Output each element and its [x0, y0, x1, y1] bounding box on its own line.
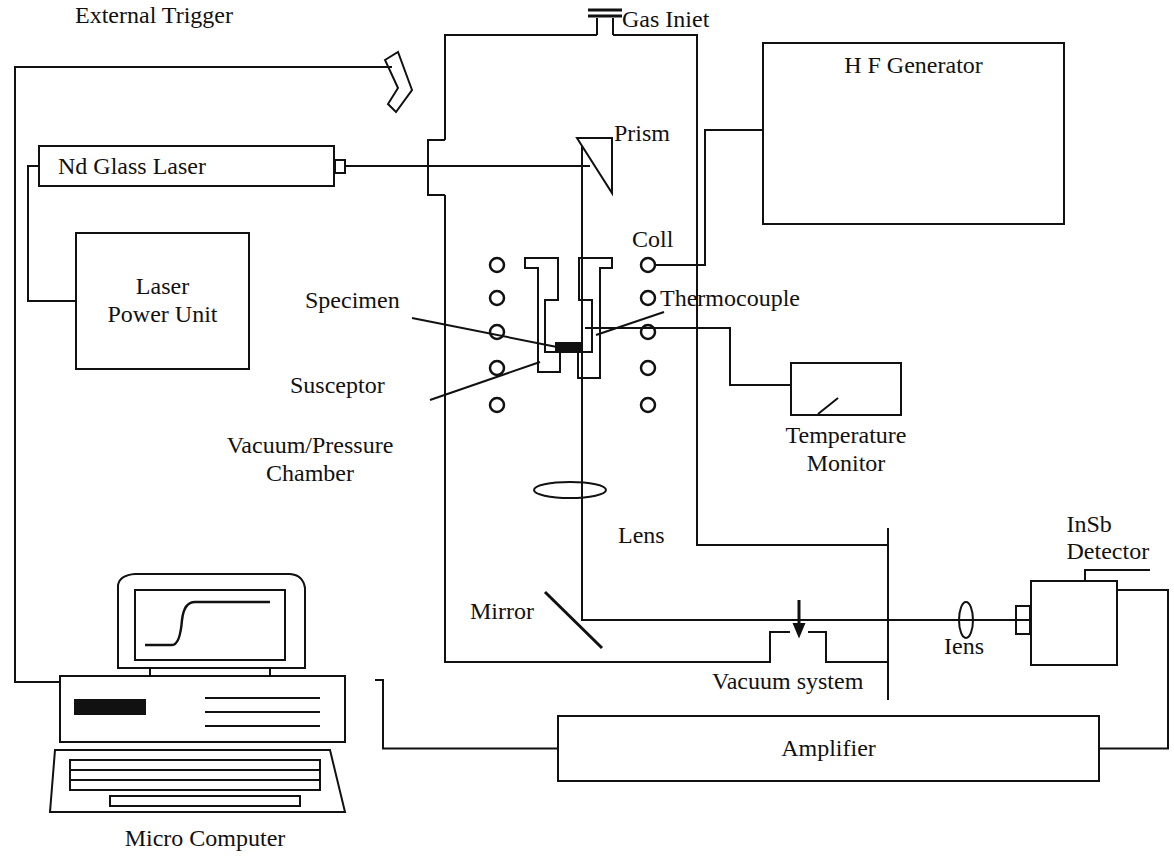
- susceptor: [525, 258, 560, 372]
- part-label: Vacuum system: [712, 668, 863, 696]
- mirror: [545, 592, 602, 648]
- chamber-wall: [445, 195, 790, 662]
- box-label: InSb Detector: [1067, 511, 1162, 566]
- box-label: Laser Power Unit: [108, 273, 218, 328]
- computer-drawing: [50, 574, 345, 812]
- lens: [534, 482, 606, 498]
- box-label: Micro Computer: [125, 825, 286, 853]
- signal-wire: [1100, 590, 1168, 749]
- vacuum-arrow: [794, 624, 804, 636]
- part-label: Iens: [944, 633, 984, 661]
- part-label: Lens: [618, 522, 665, 550]
- laser-end: [335, 160, 345, 173]
- box-label: H F Generator: [844, 52, 984, 80]
- chamber-wall: [428, 140, 445, 195]
- part-label: Coll: [632, 226, 673, 254]
- equipment-box: H F Generator: [762, 42, 1065, 225]
- laser-beam: [582, 146, 1030, 620]
- trigger-wire: [15, 67, 392, 682]
- part-label: Vacuum/Pressure Chamber: [195, 432, 425, 487]
- equipment-box: Nd Glass Laser: [38, 145, 335, 187]
- part-label: Specimen: [305, 287, 400, 315]
- laser-beam: [345, 165, 590, 167]
- box-label: Nd Glass Laser: [58, 153, 206, 181]
- chamber-flange: [887, 528, 889, 700]
- detector-wire: [1085, 570, 1150, 580]
- part-label: External Trigger: [75, 2, 233, 30]
- induction-coil: [490, 258, 655, 412]
- box-label: Amplifier: [781, 735, 876, 763]
- box-label: Temperature Monitor: [771, 422, 921, 477]
- detector-nose: [1016, 606, 1030, 634]
- part-label: Susceptor: [290, 372, 385, 400]
- gas-inlet-cap: [588, 15, 622, 18]
- gas-inlet: [597, 18, 613, 35]
- equipment-box: InSb Detector: [1030, 580, 1118, 666]
- part-label: Thermocouple: [660, 285, 800, 313]
- leader-line: [412, 318, 562, 348]
- chamber-wall: [808, 632, 888, 662]
- monitor-mark: [818, 398, 838, 414]
- part-label: Gas Iniet: [622, 6, 709, 34]
- outer-lens: [959, 602, 973, 638]
- part-label: Prism: [614, 120, 670, 148]
- vacuum-arrow: [798, 600, 801, 626]
- leader-line: [430, 362, 540, 400]
- part-label: Mirror: [470, 598, 534, 626]
- thermocouple-wire: [585, 328, 790, 385]
- signal-wire: [375, 680, 557, 749]
- trigger-probe: [385, 52, 412, 112]
- equipment-box: Laser Power Unit: [75, 232, 250, 370]
- equipment-box: Amplifier: [557, 715, 1100, 782]
- equipment-figure: Micro Computer: [35, 570, 375, 855]
- equipment-box: Temperature Monitor: [790, 362, 902, 416]
- leader-line: [596, 312, 664, 335]
- susceptor: [578, 258, 612, 378]
- gas-inlet-cap: [588, 9, 622, 12]
